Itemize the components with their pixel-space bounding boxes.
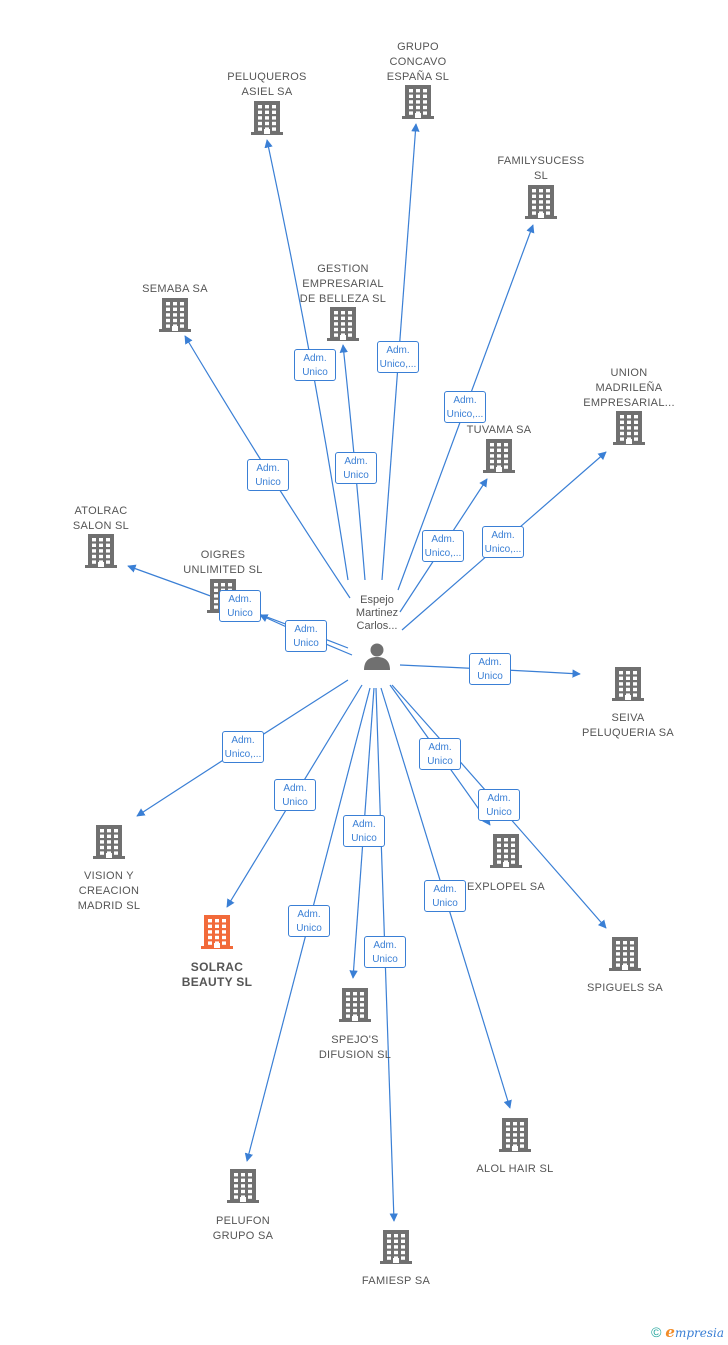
role-detail: Unico [282, 797, 308, 808]
role-detail: Unico,... [379, 359, 417, 370]
brand-initial: e [665, 1323, 675, 1341]
company-name: SPIGUELS SA [586, 982, 664, 994]
company-name: PELUFON GRUPO SA [212, 1215, 274, 1242]
role-detail: Unico [227, 608, 253, 619]
role-title: Adm. [428, 742, 452, 753]
building-icon [612, 410, 646, 451]
role-detail: Unico,... [446, 409, 484, 420]
role-badge-spejos[interactable]: Adm. Unico [343, 815, 385, 847]
company-name: PELUQUEROS ASIEL SA [227, 71, 307, 98]
role-title: Adm. [303, 353, 327, 364]
role-title: Adm. [297, 909, 321, 920]
role-detail: Unico [296, 923, 322, 934]
company-name: ATOLRAC SALON SL [72, 505, 130, 532]
person-icon [364, 643, 390, 670]
company-name: ALOL HAIR SL [476, 1163, 554, 1175]
role-title: Adm. [294, 624, 318, 635]
building-icon [226, 1168, 260, 1209]
role-detail: Unico,... [484, 544, 522, 555]
role-title: Adm. [433, 884, 457, 895]
company-name: UNION MADRILEÑA EMPRESARIAL... [583, 367, 675, 409]
building-icon [482, 438, 516, 479]
building-icon [326, 306, 360, 347]
role-title: Adm. [491, 530, 515, 541]
company-name: SEIVA PELUQUERIA SA [582, 712, 674, 739]
building-icon [524, 184, 558, 225]
role-badge-explopel[interactable]: Adm. Unico [419, 738, 461, 770]
role-badge-pelufon[interactable]: Adm. Unico [288, 905, 330, 937]
role-detail: Unico [293, 638, 319, 649]
building-icon [611, 666, 645, 707]
company-name: OIGRES UNLIMITED SL [183, 549, 263, 576]
role-badge-atolrac[interactable]: Adm. Unico [219, 590, 261, 622]
building-icon [158, 297, 192, 338]
role-title: Adm. [228, 594, 252, 605]
person-node[interactable]: Espejo Martinez Carlos... [332, 594, 422, 676]
role-title: Adm. [352, 819, 376, 830]
building-icon [379, 1229, 413, 1270]
footer-brand: © empresia [651, 1323, 724, 1341]
role-title: Adm. [344, 456, 368, 467]
role-badge-semaba[interactable]: Adm. Unico [247, 459, 289, 491]
role-detail: Unico,... [424, 548, 462, 559]
building-icon [608, 936, 642, 977]
role-badge-oigres[interactable]: Adm. Unico [285, 620, 327, 652]
role-badge-seiva[interactable]: Adm. Unico [469, 653, 511, 685]
role-title: Adm. [386, 345, 410, 356]
role-detail: Unico [302, 367, 328, 378]
role-detail: Unico,... [224, 749, 262, 760]
building-icon [250, 100, 284, 141]
company-name: SPEJO'S DIFUSION SL [318, 1034, 392, 1061]
role-detail: Unico [477, 671, 503, 682]
building-icon [489, 833, 523, 874]
role-title: Adm. [431, 534, 455, 545]
role-badge-gestion[interactable]: Adm. Unico [335, 452, 377, 484]
role-title: Adm. [231, 735, 255, 746]
building-icon [84, 533, 118, 574]
company-name: GRUPO CONCAVO ESPAÑA SL [386, 41, 450, 83]
building-icon [200, 914, 234, 955]
role-badge-spiguels[interactable]: Adm. Unico [478, 789, 520, 821]
role-title: Adm. [453, 395, 477, 406]
role-title: Adm. [478, 657, 502, 668]
company-name: EXPLOPEL SA [466, 881, 546, 893]
building-icon [338, 987, 372, 1028]
company-name: SOLRAC BEAUTY SL [181, 960, 253, 989]
company-name: FAMIESP SA [361, 1275, 431, 1287]
role-title: Adm. [256, 463, 280, 474]
person-name: Espejo Martinez Carlos... [355, 594, 399, 632]
company-name: TUVAMA SA [466, 424, 532, 436]
role-detail: Unico [486, 807, 512, 818]
role-badge-alol[interactable]: Adm. Unico [424, 880, 466, 912]
building-icon [401, 84, 435, 125]
role-detail: Unico [255, 477, 281, 488]
role-title: Adm. [487, 793, 511, 804]
brand-name: mpresia [674, 1326, 724, 1340]
role-detail: Unico [351, 833, 377, 844]
copyright-symbol: © [651, 1324, 662, 1340]
brand-logo[interactable]: empresia [665, 1323, 724, 1341]
role-badge-grupo[interactable]: Adm. Unico,... [377, 341, 419, 373]
role-badge-peluqueros[interactable]: Adm. Unico [294, 349, 336, 381]
role-badge-solrac[interactable]: Adm. Unico [274, 779, 316, 811]
role-title: Adm. [373, 940, 397, 951]
role-detail: Unico [432, 898, 458, 909]
role-detail: Unico [427, 756, 453, 767]
company-name: SEMABA SA [142, 283, 208, 295]
role-detail: Unico [372, 954, 398, 965]
role-badge-vision[interactable]: Adm. Unico,... [222, 731, 264, 763]
company-name: FAMILYSUCESS SL [497, 155, 585, 182]
role-badge-famiesp[interactable]: Adm. Unico [364, 936, 406, 968]
company-name: GESTION EMPRESARIAL DE BELLEZA SL [299, 263, 387, 305]
role-title: Adm. [283, 783, 307, 794]
company-name: VISION Y CREACION MADRID SL [77, 870, 141, 912]
role-badge-familysucess[interactable]: Adm. Unico,... [444, 391, 486, 423]
role-badge-tuvama[interactable]: Adm. Unico,... [422, 530, 464, 562]
building-icon [92, 824, 126, 865]
role-badge-union[interactable]: Adm. Unico,... [482, 526, 524, 558]
role-detail: Unico [343, 470, 369, 481]
building-icon [498, 1117, 532, 1158]
